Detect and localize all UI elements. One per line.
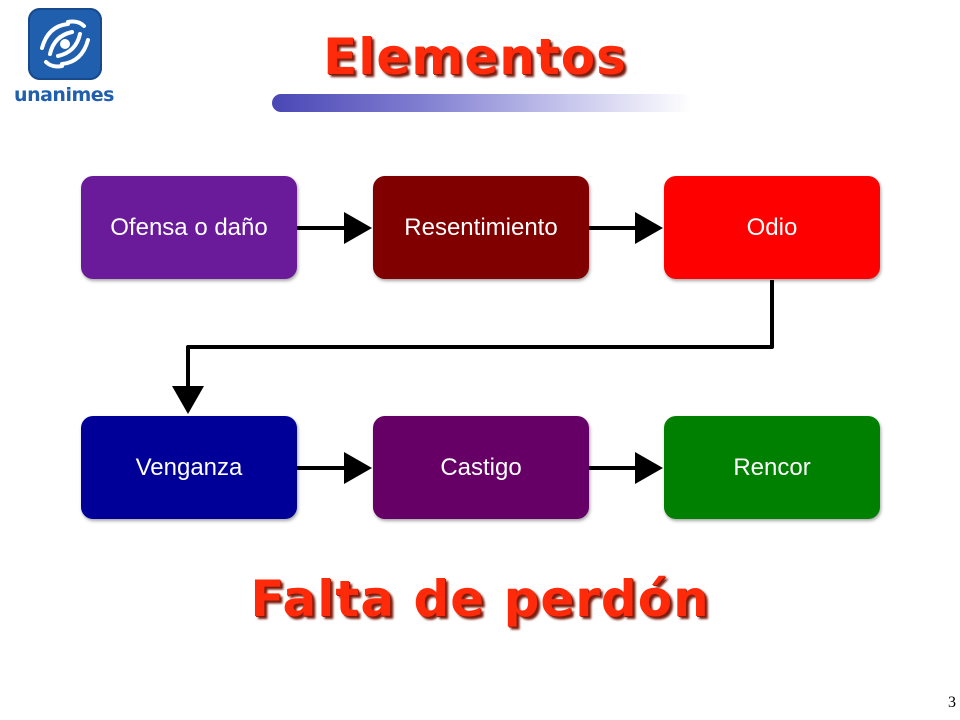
unanimes-logo: unanimes [8,8,120,108]
footer-heading: Falta de perdón [250,570,710,628]
node-label: Resentimiento [404,213,558,241]
node-ofensa-o-dano: Ofensa o daño [81,176,297,279]
page-number: 3 [948,694,956,711]
node-rencor: Rencor [664,416,880,519]
node-label: Rencor [733,453,811,481]
hands-logo-icon [28,8,102,80]
title-underline-bar [272,94,692,112]
node-label: Venganza [135,453,243,481]
node-venganza: Venganza [81,416,297,519]
logo-text: unanimes [14,84,114,106]
node-label: Odio [746,213,798,241]
node-odio: Odio [664,176,880,279]
slide-title: Elementos [323,28,627,86]
node-label: Ofensa o daño [110,213,268,241]
node-castigo: Castigo [373,416,589,519]
node-resentimiento: Resentimiento [373,176,589,279]
node-label: Castigo [440,453,522,481]
arrow-odio-to-venganza [172,280,774,414]
